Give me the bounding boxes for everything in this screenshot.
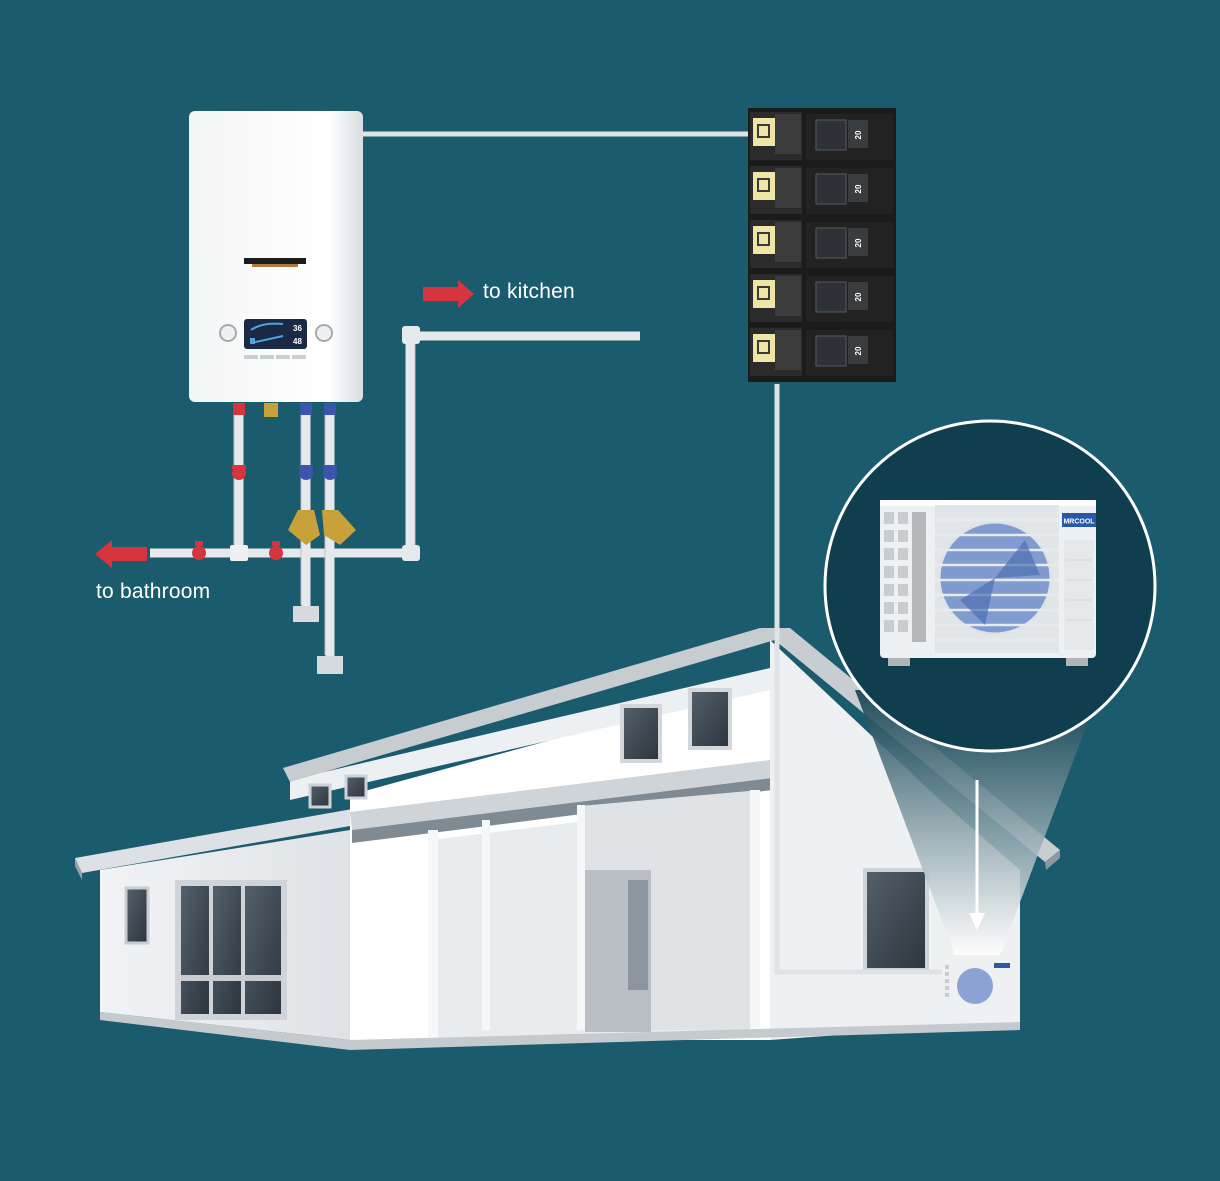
house-left-roof: [75, 797, 430, 873]
house-small-window: [124, 886, 150, 945]
ac-brand-text: MRCOOL: [1063, 519, 1095, 526]
tankless-water-heater: 36 48: [189, 111, 363, 417]
brass-filters: [288, 510, 356, 545]
porch-roof: [350, 760, 772, 830]
breaker-rating-label: 20: [854, 130, 863, 139]
house: [75, 628, 1060, 1050]
breaker-panel: 20 20 20 20 20: [748, 108, 896, 382]
heater-display: 36 48: [219, 319, 333, 359]
cold-valves: [299, 465, 337, 480]
breaker-row: 20: [750, 274, 894, 322]
ac-unit-large: MRCOOL: [880, 500, 1096, 666]
brand-badge: [1062, 513, 1096, 527]
side-window: [863, 868, 929, 972]
breaker-rating-label: 20: [854, 238, 863, 247]
display-value-bottom: 48: [293, 337, 302, 346]
breaker-rating-label: 20: [854, 292, 863, 301]
arrow-left-icon: [95, 540, 147, 568]
display-value-top: 36: [293, 324, 302, 333]
arrow-down-icon: [969, 780, 985, 930]
arrow-right-icon: [423, 280, 474, 308]
breaker-rating-label: 20: [854, 346, 863, 355]
breaker-row: 20: [750, 166, 894, 214]
breaker-row: 20: [750, 112, 894, 160]
hot-valves: [192, 465, 283, 560]
plumbing: [95, 280, 640, 674]
breaker-rating-label: 20: [854, 184, 863, 193]
house-upper-roof: [283, 628, 775, 782]
panel-to-ac-wire: [774, 384, 942, 975]
wiring: [362, 131, 942, 975]
sliding-windows: [175, 880, 287, 1020]
to-kitchen-label: to kitchen: [483, 280, 575, 303]
ac-unit-small: [942, 960, 1018, 1012]
ac-zoom-callout: MRCOOL: [823, 419, 1157, 1012]
breaker-row: 20: [750, 328, 894, 376]
breaker-row: 20: [750, 220, 894, 268]
to-bathroom-label: to bathroom: [96, 580, 211, 603]
